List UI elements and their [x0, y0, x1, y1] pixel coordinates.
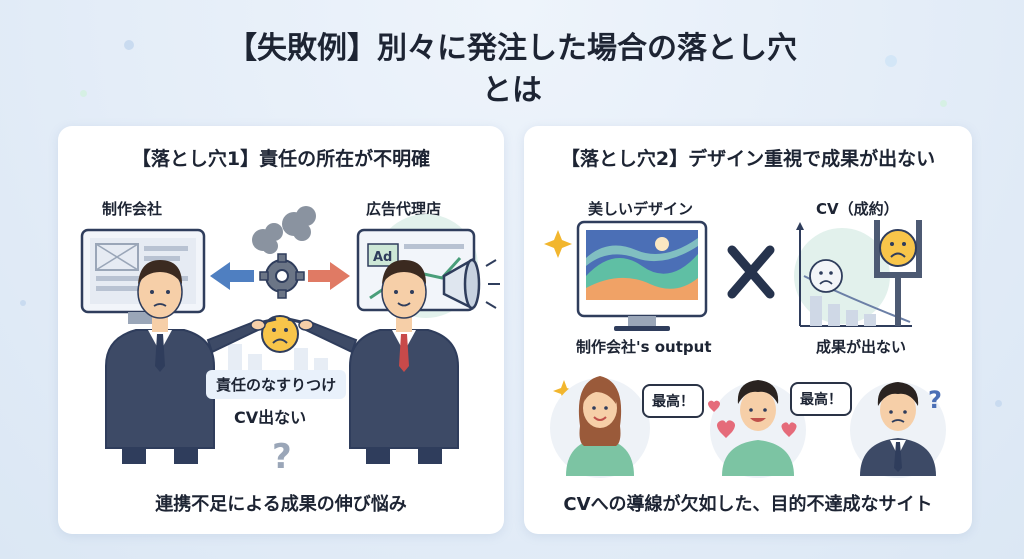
production-company-label: 制作会社 [102, 200, 163, 218]
question-icon: ? [272, 437, 292, 477]
page-title-line2: とは [482, 73, 542, 108]
arrow-left-icon [210, 262, 254, 290]
question-icon: ? [928, 386, 942, 414]
pitfall2-card: 【落とし穴2】デザイン重視で成果が出ない 美しいデザイン CV（成約） 制作会社… [524, 126, 972, 534]
megaphone-icon [442, 257, 500, 311]
pitfall1-title: 【落とし穴1】責任の所在が不明確 [131, 148, 431, 170]
sad-face-icon [809, 259, 843, 293]
sparkle-icon [553, 380, 575, 402]
left-businessman [105, 260, 277, 464]
sad-face-icon [879, 229, 917, 267]
speech-bubble-man: 最高！ [790, 382, 852, 416]
bg-dot [940, 100, 947, 107]
design-monitor-icon [576, 220, 708, 331]
speech-bubble-woman: 最高！ [642, 384, 704, 418]
gear-icon [259, 253, 305, 299]
blame-shifting-badge: 責任のなすりつけ [206, 370, 347, 399]
page-title: 【失敗例】別々に発注した場合の落とし穴 とは [0, 28, 1024, 112]
sparkle-icon [544, 230, 572, 258]
ad-text: Ad [373, 250, 392, 265]
pitfall2-title: 【落とし穴2】デザイン重視で成果が出ない [560, 148, 936, 170]
cv-chart [794, 220, 922, 327]
pitfall1-illustration: Ad [80, 206, 500, 477]
page-title-line1: 【失敗例】別々に発注した場合の落とし穴 [227, 31, 797, 66]
right-businessman [287, 260, 459, 464]
sad-face-icon [261, 315, 299, 353]
smoke-icon [252, 206, 316, 254]
cv-label: CV（成約） [816, 200, 899, 218]
pitfall2-illustration: ? [544, 220, 946, 478]
worried-businessman-avatar [850, 382, 946, 478]
beautiful-design-label: 美しいデザイン [588, 200, 694, 218]
pitfall2-footer: CVへの導線が欠如した、目的不達成なサイト [563, 494, 933, 515]
ad-agency-label: 広告代理店 [366, 200, 442, 218]
no-cv-label: CV出ない [234, 408, 307, 427]
bg-dot [80, 90, 87, 97]
bg-dot [20, 300, 26, 306]
arrow-right-icon [308, 262, 350, 290]
pitfall1-card: 【落とし穴1】責任の所在が不明確 制作会社 広告代理店 Ad [58, 126, 504, 534]
bg-dot [124, 40, 134, 50]
cross-icon [727, 245, 775, 299]
heart-icon [708, 400, 797, 438]
woman-avatar [550, 376, 650, 478]
man-avatar [710, 380, 806, 478]
monitor-caption: 制作会社's output [576, 338, 712, 356]
pitfall1-footer: 連携不足による成果の伸び悩み [155, 494, 407, 515]
no-results-caption: 成果が出ない [816, 338, 907, 356]
bg-dot [885, 55, 897, 67]
bg-dot [995, 400, 1002, 407]
